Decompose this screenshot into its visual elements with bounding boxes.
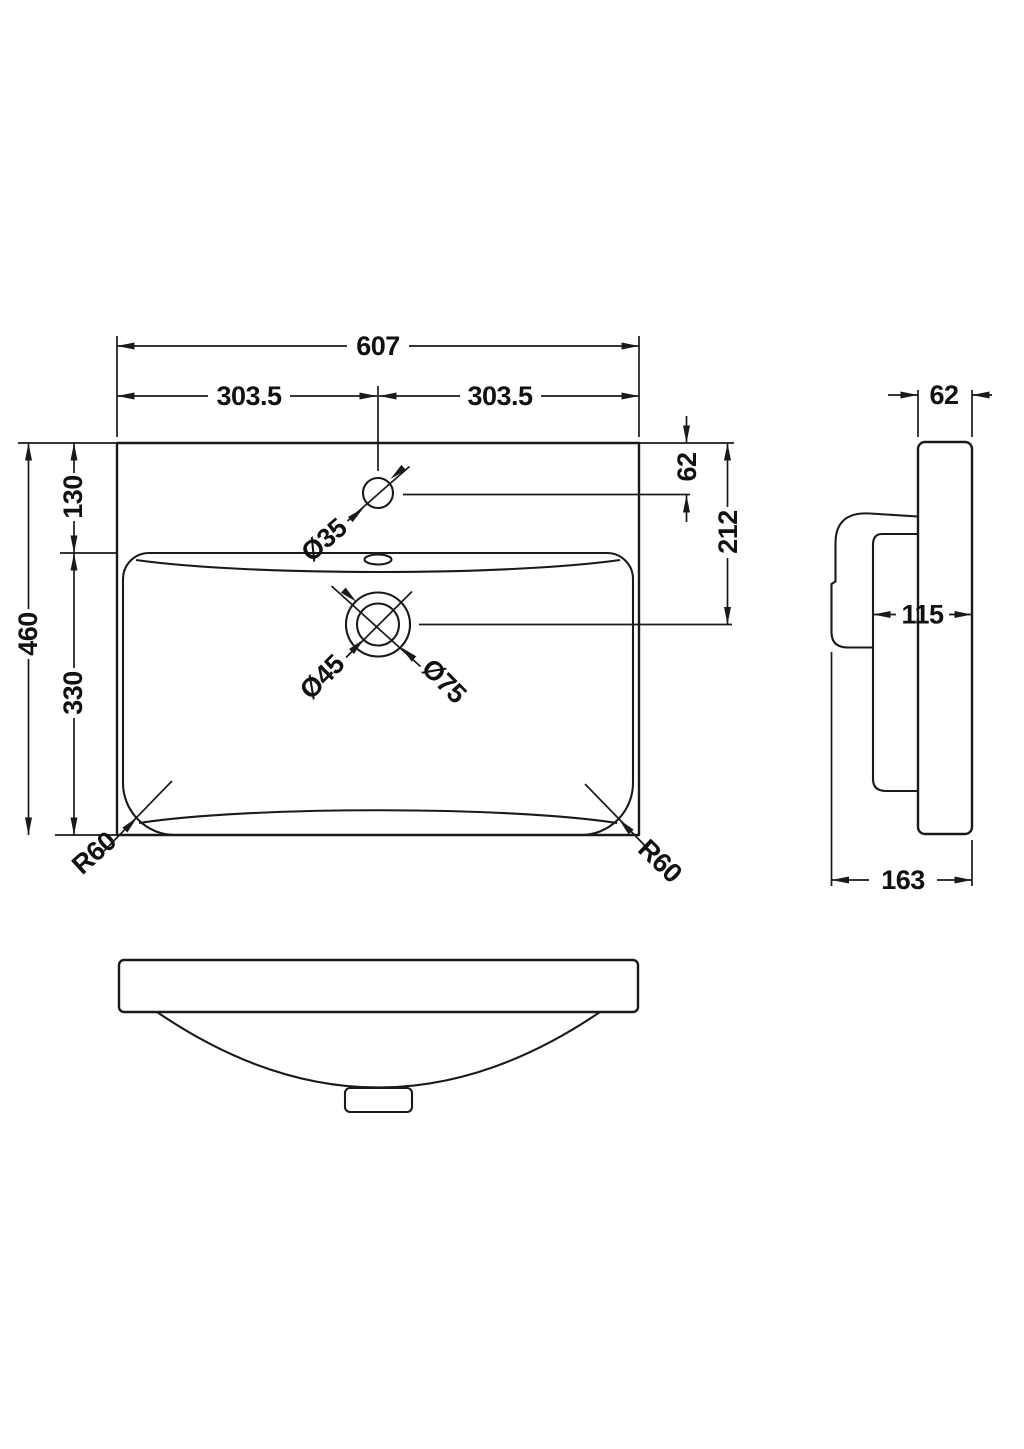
side-bowl-inner-profile [871,532,918,793]
dim-waste-inner-diameter: Ø45 [294,649,351,706]
front-slab-edge [117,958,640,1014]
rim-back-slope-curve [135,558,621,574]
dim-tap-setback: 62 [672,452,702,481]
dim-overall-depth: 460 [13,612,43,656]
dim-overall-width: 607 [356,331,400,361]
dim-half-width-right: 303.5 [467,381,533,411]
plan-outline [115,441,641,837]
side-outline [830,440,974,836]
bowl-bottom-slope-curve [138,809,618,825]
dim-waste-setback: 212 [713,510,743,554]
waste-outer-circle [344,591,412,658]
side-view: 62 115 163 [830,380,992,895]
dim-waste-outer-diameter: Ø75 [416,653,473,710]
corner-radius-leader-right [584,783,654,855]
side-bowl-outer-profile [830,512,919,649]
dim-overall-projection: 163 [881,865,925,895]
basin-outer-edge [115,441,641,837]
front-bowl-curve [156,1011,601,1089]
dim-tap-diameter: Ø35 [295,512,352,567]
side-dimensions: 62 115 163 [830,380,992,895]
dim-bowl-length: 330 [58,671,88,715]
front-drain-block [343,1086,414,1114]
tap-hole [361,476,395,510]
dim-rim-to-bowl: 130 [58,475,88,519]
overflow-slot [363,553,393,566]
basin-inner-rim [121,551,635,837]
waste-inner-circle [355,602,401,647]
front-view [117,958,640,1114]
plan-view: 607 303.5 303.5 460 130 330 [13,331,743,888]
side-slab [916,440,974,836]
dim-bowl-projection: 115 [901,600,944,630]
corner-radius-leader-left [103,780,173,852]
dim-half-width-left: 303.5 [216,381,282,411]
dim-slab-thickness: 62 [929,380,958,410]
